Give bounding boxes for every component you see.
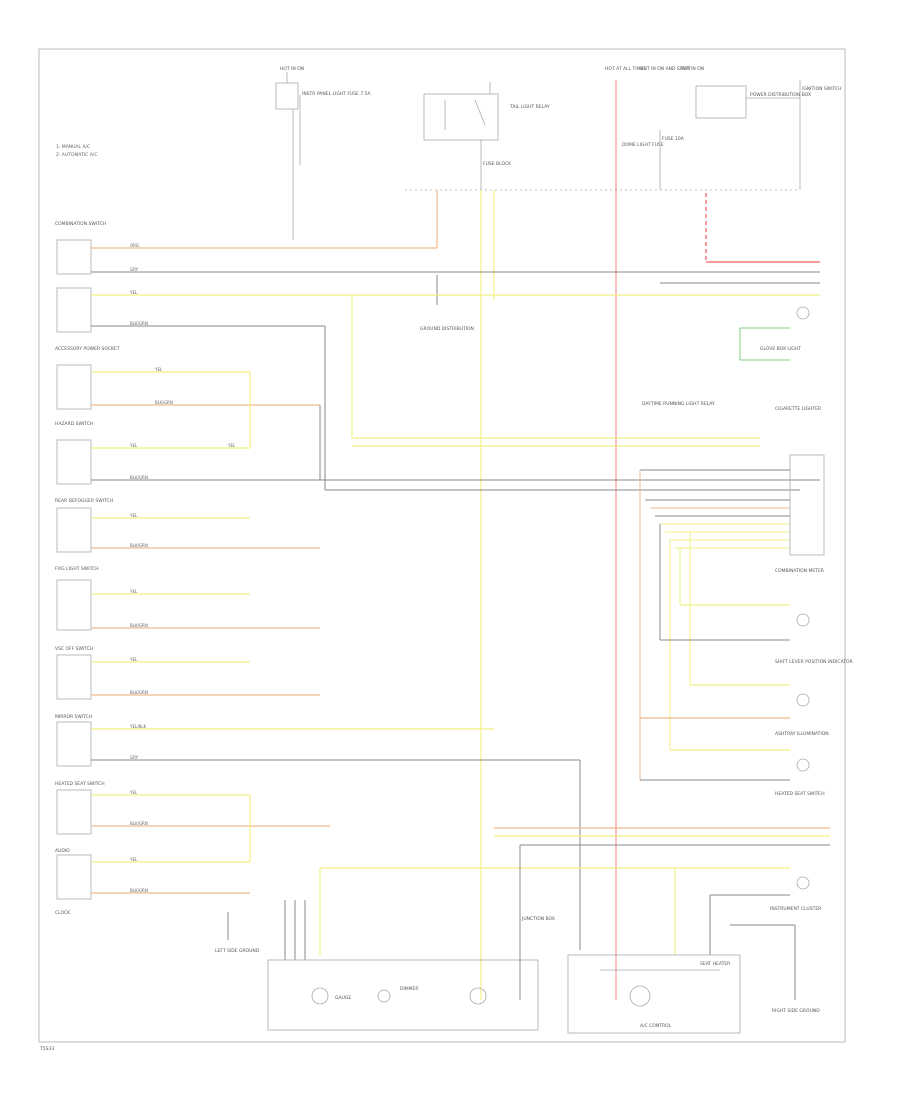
label-combination-meter: COMBINATION METER <box>775 568 824 574</box>
label-audio: AUDIO <box>55 848 70 854</box>
label-fog-light: FOG LIGHT SWITCH <box>55 566 99 572</box>
wire-code-yel-vsc: YEL <box>129 657 138 662</box>
wire-code-blk-light: BLK/GRN <box>130 321 148 326</box>
wire-code-yel-hazard: YEL <box>129 443 138 448</box>
label-combination-switch: COMBINATION SWITCH <box>55 221 106 227</box>
label-instrument-cluster: INSTRUMENT CLUSTER <box>770 906 821 912</box>
label-mirror-switch: MIRROR SWITCH <box>55 714 92 720</box>
lamp-glove-box <box>796 306 810 320</box>
fuse-block-relay <box>423 82 499 190</box>
right-connector-box <box>789 454 825 556</box>
label-clock: CLOCK <box>55 910 71 916</box>
switch-box-vsc <box>56 654 92 700</box>
label-junction-box: JUNCTION BOX <box>521 916 555 922</box>
wire-code-blk-heated: BLK/GRN <box>130 821 148 826</box>
switch-box-fog <box>56 579 92 631</box>
label-hot-at-all: HOT AT ALL TIMES <box>605 66 646 72</box>
label-gauge: GAUGE <box>335 995 351 1001</box>
wire-code-blk-acc: BLK/GRN <box>155 400 173 405</box>
wire-code-yel-heated: YEL <box>129 790 138 795</box>
wire-code-org-1: ORG <box>130 243 139 248</box>
label-hot-in-on-start: HOT IN ON AND START <box>640 66 691 72</box>
wire-code-yel-light: YEL <box>129 290 138 295</box>
wire-code-yel-audio: YEL <box>129 857 138 862</box>
wire-code-yel-fog: YEL <box>129 589 138 594</box>
label-heated-seat-sw: HEATED SEAT SWITCH <box>55 781 105 787</box>
lamp-right-3 <box>796 758 810 772</box>
wire-code-gry-mirror: GRY <box>130 755 139 760</box>
label-dome-light-fuse: DOME LIGHT FUSE <box>622 142 664 148</box>
wire-code-blk-fog: BLK/GRN <box>130 623 148 628</box>
bottom-right-ac-box <box>567 954 741 1034</box>
wire-code-yel-blk-mirror: YEL/BLK <box>129 724 147 729</box>
lamp-right-bottom <box>796 876 810 890</box>
label-hazard-switch: HAZARD SWITCH <box>55 421 93 427</box>
top-right-relay <box>659 80 801 190</box>
switch-box-hazard <box>56 439 92 485</box>
legend-line-1: 1: MANUAL A/C <box>56 144 90 150</box>
label-cigarette-lighter: CIGARETTE LIGHTER <box>775 406 821 412</box>
label-ground-distribution: GROUND DISTRIBUTION <box>420 326 474 332</box>
label-ignition-switch: IGNITION SWITCH <box>802 86 842 92</box>
diagram-frame <box>38 48 846 1043</box>
wire-code-yel-hazard-2: YEL <box>227 443 236 448</box>
legend-line-2: 2: AUTOMATIC A/C <box>56 152 97 158</box>
bottom-left-gauge-box <box>267 959 539 1031</box>
label-fuse-block: FUSE BLOCK <box>483 161 512 167</box>
wire-code-blk-audio: BLK/GRN <box>130 888 148 893</box>
label-accessory-power: ACCESSORY POWER SOCKET <box>55 346 120 352</box>
wire-code-gry-1: GRY <box>130 267 139 272</box>
switch-box-mirror <box>56 721 92 767</box>
label-glove-box-light: GLOVE BOX LIGHT <box>760 346 801 352</box>
wire-code-blk-vsc: BLK/GRN <box>130 690 148 695</box>
label-vsc-off: VSC OFF SWITCH <box>55 646 93 652</box>
label-daytime-running: DAYTIME RUNNING LIGHT RELAY <box>642 401 715 407</box>
label-ashtray-light: ASHTRAY ILLUMINATION <box>775 731 829 737</box>
combination-switch-box <box>56 239 92 275</box>
wire-code-blk-defog: BLK/GRN <box>130 543 148 548</box>
wire-code-yel-defog: YEL <box>129 513 138 518</box>
switch-box-light-control <box>56 287 92 333</box>
switch-box-accessory <box>56 364 92 410</box>
label-hot-in-on-2: HOT IN ON <box>680 66 704 72</box>
label-power-dist: POWER DISTRIBUTION BOX <box>750 92 811 98</box>
label-rear-defog: REAR DEFOGGER SWITCH <box>55 498 113 504</box>
switch-box-rear-defog <box>56 507 92 553</box>
label-hot-in-on: HOT IN ON <box>280 66 304 72</box>
label-shift-lever: SHIFT LEVER POSITION INDICATOR <box>775 659 853 665</box>
wire-code-yel-acc: YEL <box>154 367 163 372</box>
wire-code-blk-hazard: BLK/GRN <box>130 475 148 480</box>
label-ac-control: A/C CONTROL <box>640 1023 672 1029</box>
label-heated-seat: HEATED SEAT SWITCH <box>775 791 825 797</box>
right-connector-bundle <box>639 469 790 780</box>
lamp-right-1 <box>796 613 810 627</box>
switch-box-audio <box>56 854 92 900</box>
label-dimmer: DIMMER <box>400 986 419 992</box>
footer-code: T5S33 <box>39 1046 54 1052</box>
label-fuse-10a: FUSE 10A <box>662 136 685 142</box>
label-right-side: RIGHT SIDE GROUND <box>772 1008 820 1014</box>
top-left-fuse <box>275 72 301 240</box>
label-tail-light-relay: TAIL LIGHT RELAY <box>509 104 550 110</box>
switch-box-heated <box>56 789 92 835</box>
lamp-right-2 <box>796 693 810 707</box>
label-left-side: LEFT SIDE GROUND <box>215 948 260 954</box>
label-seat-heater: SEAT HEATER <box>700 961 730 967</box>
label-instr-panel-light: INSTR PANEL LIGHT FUSE 7.5A <box>302 91 372 97</box>
